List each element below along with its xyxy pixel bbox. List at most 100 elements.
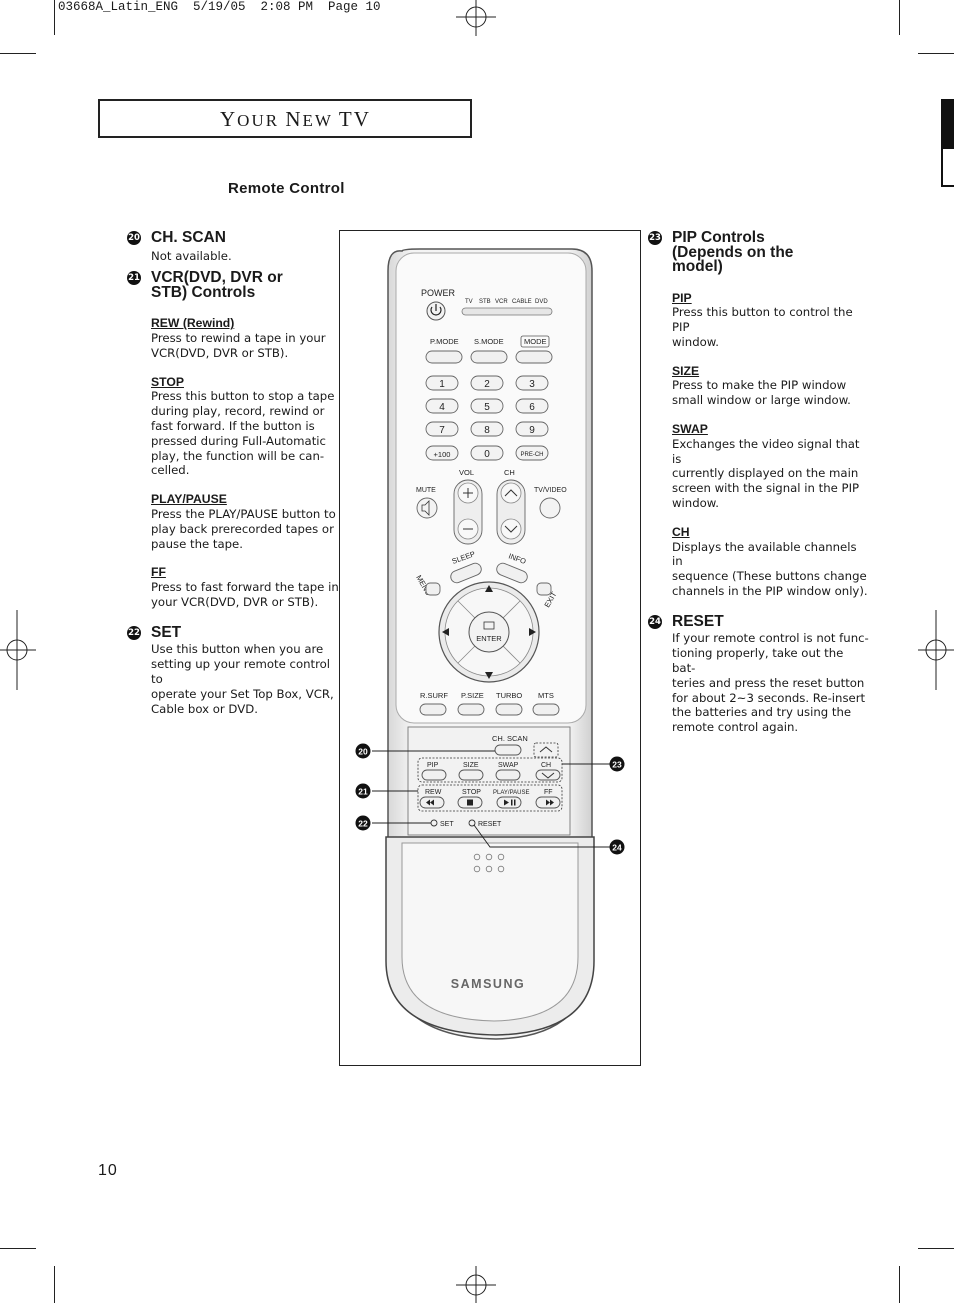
svg-text:SWAP: SWAP	[498, 762, 519, 769]
chapter-tab-outline	[941, 149, 954, 187]
mute-button	[416, 497, 438, 519]
svg-text:9: 9	[529, 425, 535, 436]
registration-mark-icon	[456, 0, 496, 36]
svg-text:POWER: POWER	[421, 288, 456, 298]
sub-stop: STOP Press this button to stop a tape du…	[151, 374, 335, 478]
mode-slider	[461, 307, 553, 316]
svg-text:P.MODE: P.MODE	[430, 337, 459, 346]
tv-video-button	[539, 497, 561, 519]
crop-mark	[918, 1248, 954, 1249]
chapter-title: YOUR NEW TV	[220, 107, 371, 131]
svg-text:CABLE: CABLE	[512, 299, 532, 305]
svg-text:ENTER: ENTER	[476, 634, 502, 643]
sub-rew: REW (Rewind) Press to rewind a tape in y…	[151, 316, 326, 360]
svg-text:P.SIZE: P.SIZE	[461, 691, 484, 700]
reset-button	[468, 819, 476, 827]
crop-mark	[0, 1248, 36, 1249]
item-ch-scan-heading: 20 CH. SCAN	[127, 229, 226, 246]
svg-text:TV/VIDEO: TV/VIDEO	[534, 487, 567, 494]
mode-button	[515, 350, 553, 364]
smode-button	[470, 350, 508, 364]
pmode-button	[425, 350, 463, 364]
remote-figure-frame	[339, 230, 641, 1066]
svg-text:STOP: STOP	[462, 789, 481, 796]
svg-text:PLAY/PAUSE: PLAY/PAUSE	[493, 790, 529, 796]
sub-play-pause: PLAY/PAUSE Press the PLAY/PAUSE button t…	[151, 492, 336, 551]
remote-control-illustration: SAMSUNG POWER TV STB VCR CABLE DVD P.MOD…	[355, 248, 625, 1040]
svg-text:STB: STB	[479, 299, 491, 305]
crop-mark	[54, 0, 55, 35]
registration-mark-icon	[0, 610, 36, 690]
svg-text:22: 22	[358, 819, 368, 829]
svg-text:6: 6	[529, 402, 535, 413]
svg-text:R.SURF: R.SURF	[420, 691, 448, 700]
power-icon	[430, 304, 442, 316]
svg-text:MODE: MODE	[524, 337, 547, 346]
info-button	[496, 562, 528, 584]
svg-text:VOL: VOL	[459, 468, 474, 477]
svg-text:REW: REW	[425, 789, 442, 796]
svg-text:CH. SCAN: CH. SCAN	[492, 734, 528, 743]
sub-swap: SWAP Exchanges the video signal that is …	[672, 422, 860, 511]
vol-ch-arrows-icon	[463, 488, 518, 533]
crop-mark	[54, 1266, 55, 1303]
svg-text:DVD: DVD	[535, 299, 548, 305]
svg-text:CH: CH	[504, 468, 515, 477]
svg-text:20: 20	[358, 747, 368, 757]
page-number: 10	[98, 1162, 118, 1179]
mute-icon	[421, 500, 430, 516]
svg-text:TV: TV	[465, 299, 473, 305]
brand-logo: SAMSUNG	[451, 977, 525, 991]
callout-number-icon: 20	[127, 231, 141, 245]
svg-text:S.MODE: S.MODE	[474, 337, 504, 346]
svg-text:SIZE: SIZE	[463, 762, 479, 769]
svg-text:24: 24	[612, 843, 622, 853]
sleep-button	[450, 562, 482, 584]
callout-number-icon: 23	[648, 231, 662, 245]
svg-text:TURBO: TURBO	[496, 691, 522, 700]
svg-text:MUTE: MUTE	[416, 487, 436, 494]
menu-button	[425, 582, 441, 596]
sub-ff: FF Press to fast forward the tape in you…	[151, 565, 339, 610]
item-ch-scan-text: Not available.	[151, 248, 232, 263]
item-pip-heading: 23 PIP Controls (Depends on the model)	[648, 229, 794, 275]
svg-text:8: 8	[484, 425, 490, 436]
item-reset-text: If your remote control is not func- tion…	[672, 631, 869, 735]
right-column: 23 PIP Controls (Depends on the model) P…	[648, 229, 870, 735]
svg-text:21: 21	[358, 787, 368, 797]
crop-mark	[0, 53, 36, 54]
exit-button	[536, 582, 552, 596]
item-reset-heading: 24 RESET	[648, 612, 724, 630]
svg-text:5: 5	[484, 402, 490, 413]
svg-text:7: 7	[439, 425, 445, 436]
svg-text:VCR: VCR	[495, 299, 508, 305]
item-vcr-heading: 21 VCR(DVD, DVR or STB) Controls	[127, 269, 283, 301]
svg-text:2: 2	[484, 379, 490, 390]
svg-text:4: 4	[439, 402, 445, 413]
svg-text:1: 1	[439, 379, 445, 390]
svg-text:3: 3	[529, 379, 535, 390]
svg-text:FF: FF	[544, 789, 553, 796]
svg-text:0: 0	[484, 449, 490, 460]
callout-number-icon: 24	[648, 614, 662, 629]
svg-text:CH: CH	[541, 762, 551, 769]
crop-mark	[899, 1266, 900, 1303]
crop-mark	[918, 53, 954, 54]
callout-markers: 20 21 22 23 24	[355, 743, 625, 855]
chapter-header: YOUR NEW TV	[98, 99, 472, 138]
callout-number-icon: 21	[127, 271, 141, 286]
sub-size: SIZE Press to make the PIP window small …	[672, 363, 851, 408]
callout-number-icon: 22	[127, 625, 141, 640]
enter-button	[468, 611, 510, 653]
svg-text:RESET: RESET	[478, 821, 502, 828]
registration-mark-icon	[456, 1266, 496, 1303]
print-slug: 03668A_Latin_ENG 5/19/05 2:08 PM Page 10	[58, 0, 381, 14]
svg-text:+100: +100	[434, 450, 451, 459]
svg-text:MTS: MTS	[538, 691, 554, 700]
sub-ch: CH Displays the available channels in se…	[672, 524, 868, 599]
svg-text:23: 23	[612, 760, 622, 770]
section-title: Remote Control	[228, 180, 345, 197]
sub-pip: PIP Press this button to control the PIP…	[672, 290, 853, 349]
crop-mark	[899, 0, 900, 35]
svg-text:PIP: PIP	[427, 762, 439, 769]
